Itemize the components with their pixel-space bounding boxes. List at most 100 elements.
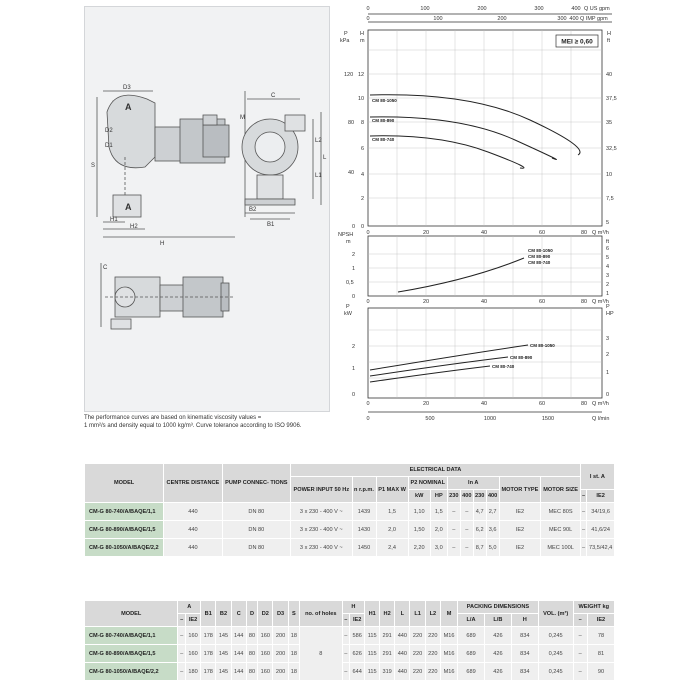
t1-r0-centre: 440	[163, 502, 223, 521]
power-curve-1050	[369, 344, 529, 371]
t2-r0-l1: 220	[409, 626, 426, 645]
npsh-curve-label-1050: CM 80-1050	[528, 248, 553, 253]
head-kpa-tick-3: 0	[352, 224, 355, 230]
npsh-ft-tick-2: 4	[606, 264, 609, 270]
npsh-ft-tick-1: 5	[606, 255, 609, 261]
dimensions-table: MODEL A B1 B2 C D D2 D3 S no. of holes H…	[83, 600, 616, 681]
dim-label-b1: B1	[267, 222, 275, 228]
npsh-ft-tick-4: 2	[606, 282, 609, 288]
t2-h-h: H	[341, 600, 366, 614]
t2-r0-h2v: 586	[349, 626, 366, 645]
t2-r2-la: 689	[457, 662, 485, 681]
head-ft-tick-4: 10	[606, 172, 612, 178]
table-row: CM-G 80-740/A/BAQE/1,1 – 160 178 145 144…	[83, 626, 616, 681]
head-ft-tick-1: 37,5	[606, 96, 617, 102]
head-right-unit-top: H	[607, 31, 611, 37]
t2-r1-lb: 426	[483, 644, 512, 663]
t1-h-230a: 230	[446, 489, 461, 503]
t2-r2-a1: –	[177, 662, 186, 681]
performance-note: The performance curves are based on kine…	[84, 414, 334, 430]
dim-label-a-top: A	[125, 102, 132, 112]
t2-r0-b2: 145	[215, 626, 232, 645]
t2-h-weight: WEIGHT kg	[572, 600, 616, 614]
t2-holes-value: 8	[299, 626, 343, 681]
t2-r1-h2v: 626	[349, 644, 366, 663]
t1-r1-model: CM-G 80-890/A/BAQE/1,5	[83, 520, 165, 539]
t2-r2-c: 144	[230, 662, 247, 681]
t1-r2-kw: 2,20	[407, 538, 431, 557]
t1-r2-type: IE2	[498, 538, 542, 557]
t2-r1-m: M16	[439, 644, 459, 663]
power-kw-tick-2: 0	[352, 392, 355, 398]
t2-r0-w1: –	[572, 626, 588, 645]
t2-h-w-dash: –	[572, 613, 588, 627]
t1-r0-b400: 2,7	[485, 502, 500, 521]
power-grid	[368, 308, 602, 398]
t2-r2-hh1: 115	[364, 662, 381, 681]
t2-r1-w1: –	[572, 644, 588, 663]
t2-r1-model: CM-G 80-890/A/BAQE/1,5	[83, 644, 179, 663]
power-hp-tick-1: 2	[606, 352, 609, 358]
mei-box	[555, 34, 599, 48]
t1-h-centre: CENTRE DISTANCE	[163, 463, 223, 503]
head-curve-740	[369, 135, 525, 169]
npsh-ft-tick-0: 6	[606, 246, 609, 252]
t1-r2-ist1: –	[579, 538, 588, 557]
t2-r1-s: 18	[287, 644, 301, 663]
head-m-tick-0: 0	[361, 224, 364, 230]
t2-h-la: L/A	[457, 613, 485, 627]
t2-r2-l2: 220	[424, 662, 441, 681]
head-left-unit: kPa	[340, 38, 350, 44]
npsh-m-tick-1: 1	[352, 266, 355, 272]
t2-r0-m: M16	[439, 626, 459, 645]
t2-r2-d2: 160	[257, 662, 274, 681]
t1-r0-conn: DN 80	[221, 502, 292, 521]
head-graph: MEI ≥ 0,60 P kPa H m H ft 120 80 40 0 0 …	[340, 29, 617, 236]
head-curves	[369, 94, 581, 169]
power-hp-tick-2: 1	[606, 370, 609, 376]
dim-label-a-bottom: A	[125, 202, 132, 212]
head-x-tick-3: 60	[539, 230, 545, 236]
t1-r2-rpm: 1450	[351, 538, 377, 557]
top-us-tick-3: 300	[534, 6, 543, 12]
head-m-tick-1: 2	[361, 196, 364, 202]
t2-r0-s: 18	[287, 626, 301, 645]
t2-h-ph: H	[510, 613, 539, 627]
t2-h-c: C	[230, 600, 247, 627]
t1-r1-hp: 2,0	[429, 520, 448, 539]
performance-graphs: 0 100 200 300 400 Q US gpm 0 100 200 300…	[330, 0, 620, 437]
t2-r0-b1: 178	[200, 626, 217, 645]
top-us-tick-1: 100	[420, 6, 429, 12]
power-hp-tick-0: 3	[606, 336, 609, 342]
head-ft-tick-6: 5	[606, 220, 609, 226]
t2-h-d: D	[245, 600, 259, 627]
t1-r0-model: CM-G 80-740/A/BAQE/1,1	[83, 502, 165, 521]
t2-r2-a2: 180	[184, 662, 202, 681]
npsh-m-tick-3: 0	[352, 294, 355, 300]
t2-r0-d2: 160	[257, 626, 274, 645]
head-left2-unit: m	[360, 38, 365, 44]
t1-h-pump: PUMP CONNEC- TIONS	[221, 463, 292, 503]
t2-r0-h1v: –	[341, 626, 351, 645]
t2-r1-b2: 145	[215, 644, 232, 663]
head-left-unit-top: P	[344, 31, 348, 37]
t2-r0-ph: 834	[510, 626, 539, 645]
top-imp-unit: Q IMP gpm	[580, 16, 608, 22]
head-ft-tick-2: 35	[606, 120, 612, 126]
head-curve-890	[369, 116, 557, 161]
front-view-labels: M C L2 L L1 B2 B1	[240, 93, 327, 228]
power-x-tick-2: 40	[481, 401, 487, 407]
t2-h-a-ie2: IE2	[184, 613, 202, 627]
note-line-1: The performance curves are based on kine…	[84, 415, 262, 421]
t2-r2-vol: 0,245	[537, 662, 574, 681]
power-left-unit: kW	[344, 311, 353, 317]
t2-h-h-dash: –	[341, 613, 351, 627]
head-curve-label-1050: CM 80-1050	[372, 98, 397, 103]
npsh-curve-label-740: CM 80-740	[528, 260, 551, 265]
t1-h-power-input: POWER INPUT 50 Hz	[290, 476, 353, 503]
top-imp-tick-4: 400	[569, 16, 578, 22]
t1-r0-hp: 1,5	[429, 502, 448, 521]
dim-label-l: L	[323, 155, 327, 161]
t1-h-electrical: ELECTRICAL DATA	[290, 463, 581, 477]
t1-r1-a230: –	[446, 520, 461, 539]
